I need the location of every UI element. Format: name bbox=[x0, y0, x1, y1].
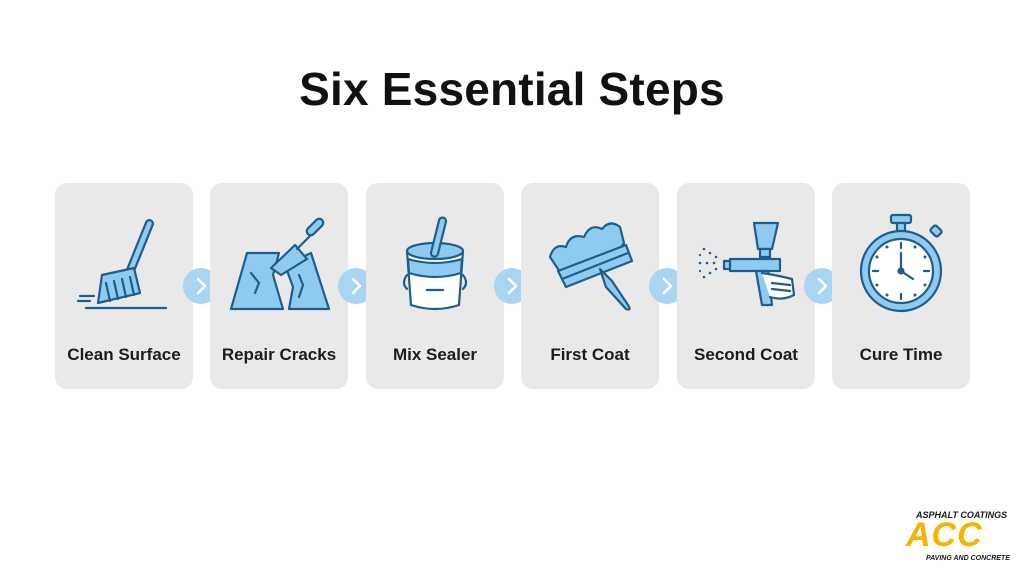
chevron-right-icon bbox=[817, 277, 828, 295]
logo-bottom-text: PAVING AND CONCRETE bbox=[926, 555, 1010, 562]
stopwatch-icon bbox=[859, 213, 943, 313]
chevron-right-icon bbox=[351, 277, 362, 295]
step-label: Cure Time bbox=[859, 345, 943, 364]
logo-mark: ACC bbox=[906, 516, 983, 554]
chevron-right-icon bbox=[196, 277, 207, 295]
step-card-mix-sealer: Mix Sealer bbox=[366, 183, 504, 389]
trowel-crack-icon bbox=[229, 217, 331, 311]
chevron-right-icon bbox=[662, 277, 673, 295]
company-logo: ASPHALT COATINGS ACC PAVING AND CONCRETE bbox=[900, 508, 1018, 570]
squeegee-icon bbox=[548, 222, 634, 311]
step-label: Repair Cracks bbox=[221, 345, 337, 364]
step-card-repair-cracks: Repair Cracks bbox=[210, 183, 348, 389]
step-card-second-coat: Second Coat bbox=[677, 183, 815, 389]
step-card-first-coat: First Coat bbox=[521, 183, 659, 389]
step-label: First Coat bbox=[550, 345, 630, 364]
step-label: Second Coat bbox=[694, 345, 798, 364]
step-card-cure-time: Cure Time bbox=[832, 183, 970, 389]
chevron-right-icon bbox=[507, 277, 518, 295]
page-title: Six Essential Steps bbox=[299, 63, 725, 115]
step-label: Mix Sealer bbox=[392, 345, 478, 364]
step-card-clean-surface: Clean Surface bbox=[55, 183, 193, 389]
step-label: Clean Surface bbox=[67, 345, 181, 364]
broom-icon bbox=[76, 219, 168, 310]
spray-gun-icon bbox=[698, 221, 796, 307]
paint-bucket-icon bbox=[402, 216, 468, 311]
logo-top-text: ASPHALT COATINGS bbox=[916, 510, 1008, 520]
